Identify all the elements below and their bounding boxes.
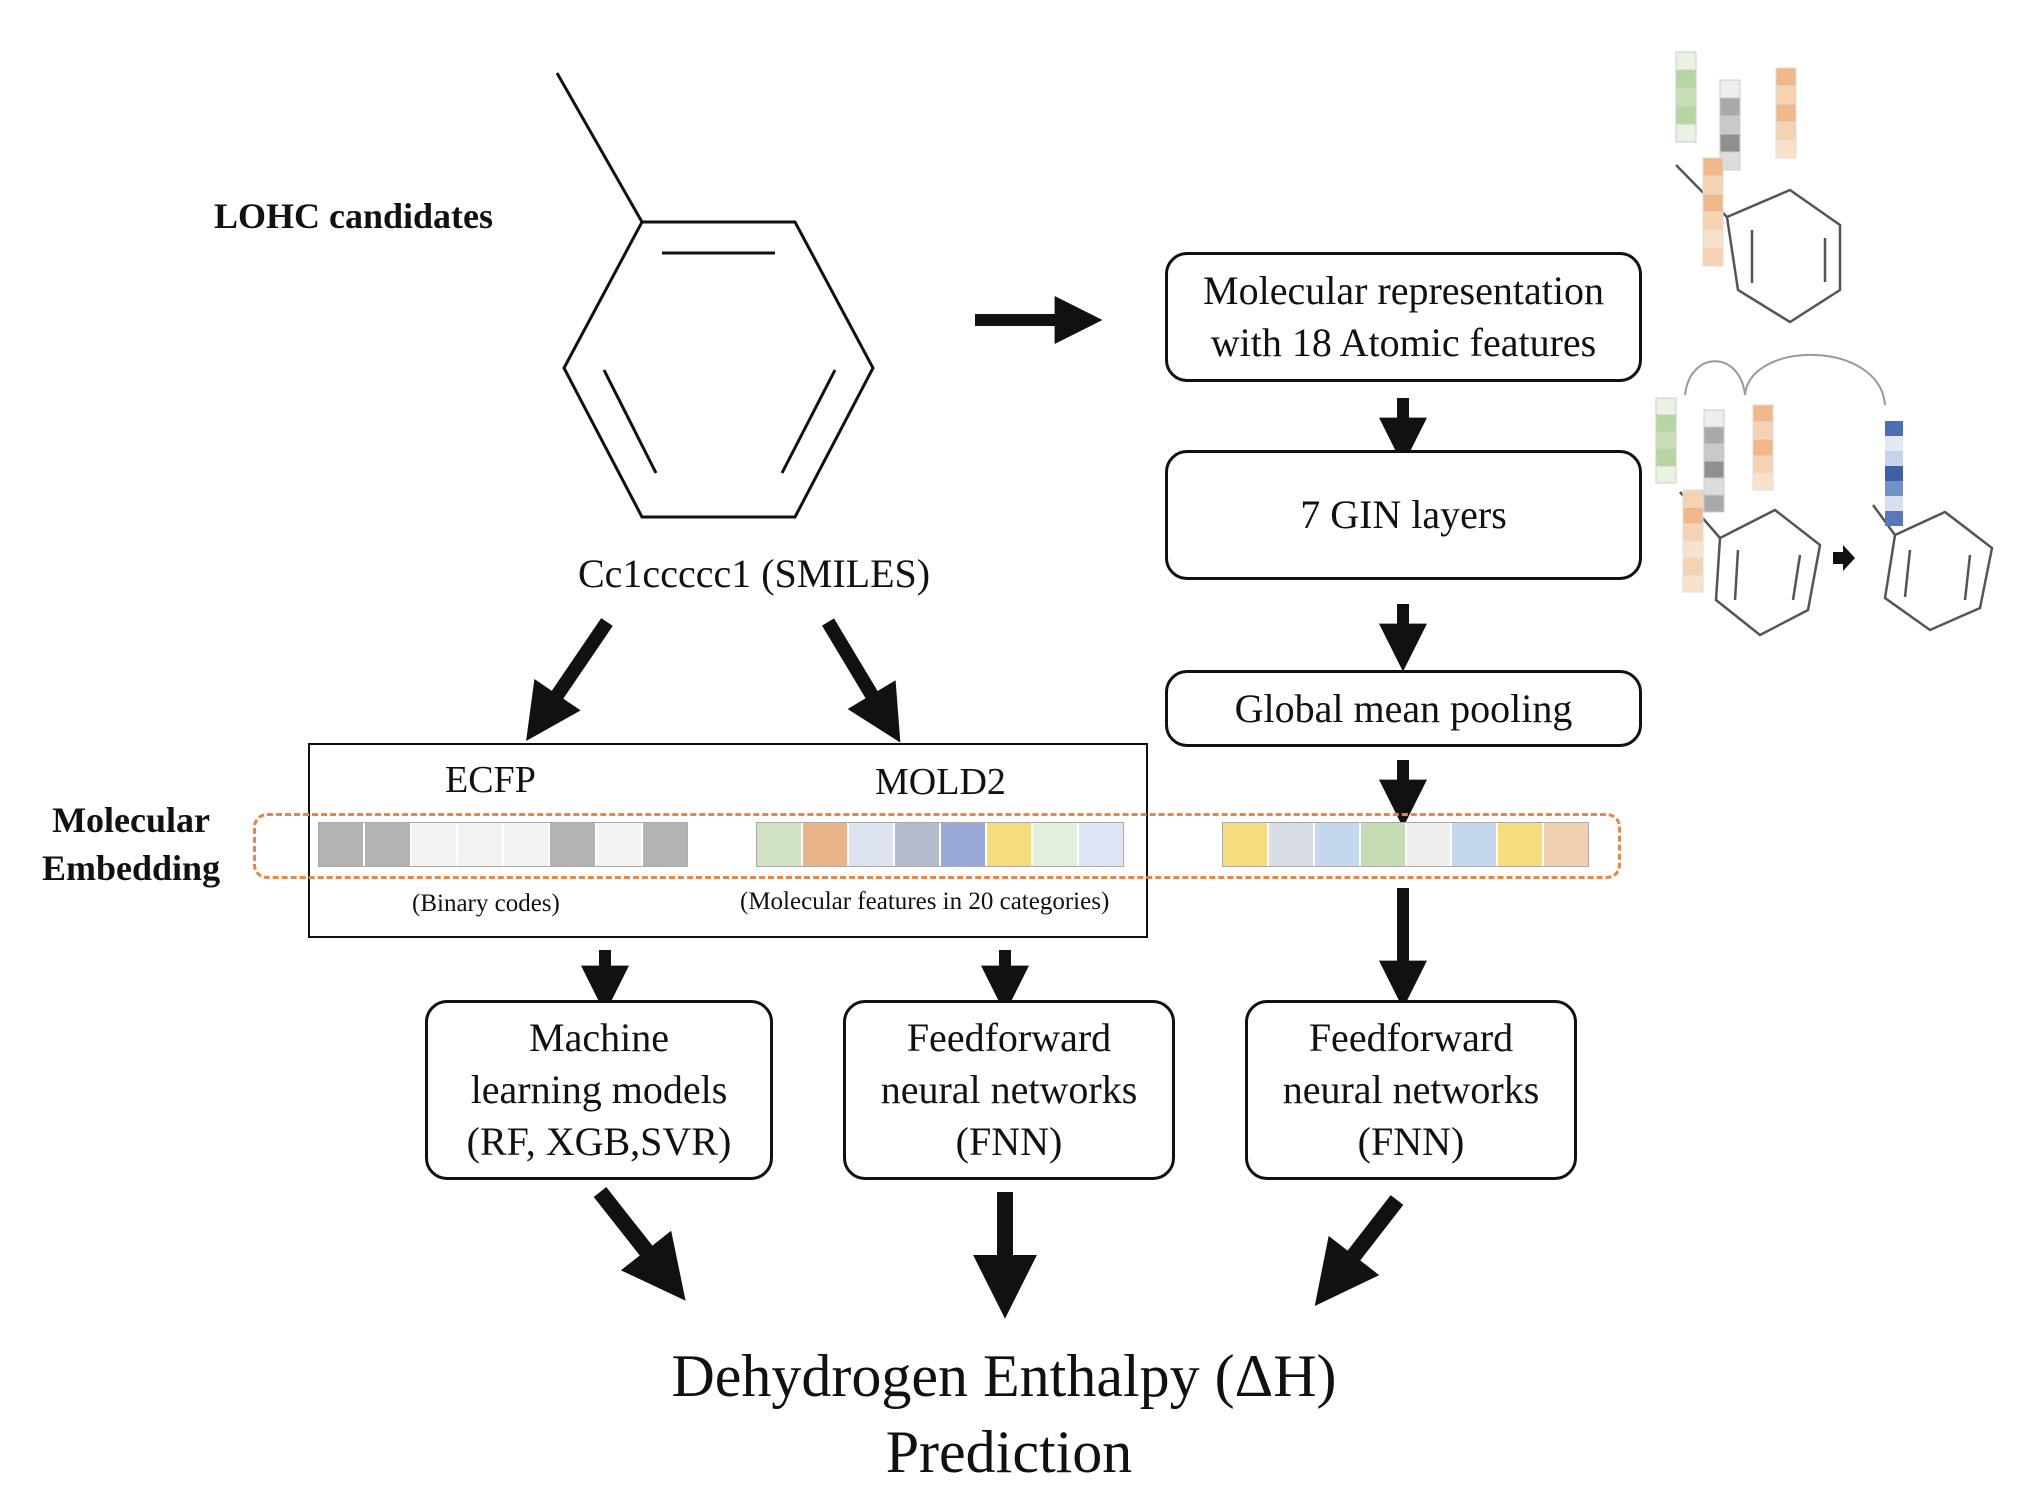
ecfp-vector-cell — [504, 823, 551, 866]
molecular-embedding-line1: Molecular — [52, 800, 211, 840]
mold2-vector-cell — [803, 823, 849, 866]
ecfp-vector-cell — [411, 823, 458, 866]
mold2-label: MOLD2 — [875, 761, 1006, 803]
embedding-dashed-region — [253, 813, 1621, 879]
ecfp-vector-cell — [642, 823, 687, 866]
fnn-gin-line1: Feedforward — [1308, 1015, 1514, 1060]
mold2-vector-cell — [941, 823, 987, 866]
mold2-vector — [756, 822, 1124, 867]
ecfp-vector — [318, 822, 688, 867]
fnn-gin-line3: (FNN) — [1357, 1119, 1465, 1164]
prediction-line2: Prediction — [885, 1419, 1133, 1485]
gin-vector-cell — [1452, 823, 1499, 866]
ml-models-line3: (RF, XGB,SVR) — [466, 1119, 732, 1164]
fnn-mold2-box: Feedforward neural networks (FNN) — [843, 1000, 1175, 1180]
pooled-vector-blue — [1885, 421, 1903, 526]
prediction-title: Dehydrogen Enthalpy (ΔH) Prediction — [0, 1338, 2018, 1490]
gin-layers-line1: 7 GIN layers — [1300, 492, 1507, 537]
vector-green — [1675, 51, 1697, 143]
mp-vector-green — [1655, 397, 1677, 484]
ecfp-vector-cell — [365, 823, 412, 866]
gin-vector-cell — [1223, 823, 1269, 866]
binary-codes-label: (Binary codes) — [412, 890, 560, 917]
mp-vector-atom — [1682, 489, 1704, 593]
mp-vector-gray — [1703, 409, 1725, 513]
ecfp-vector-cell — [550, 823, 597, 866]
mold2-vector-cell — [987, 823, 1033, 866]
fnn-gin-line2: neural networks — [1282, 1067, 1540, 1112]
gin-vector-cell — [1406, 823, 1453, 866]
vector-gray — [1719, 79, 1741, 171]
molecular-representation-line1: Molecular representation — [1203, 268, 1604, 313]
lohc-candidates-label: LOHC candidates — [214, 196, 494, 236]
gin-vector-cell — [1314, 823, 1361, 866]
vector-orange — [1775, 67, 1797, 159]
molecular-embedding-line2: Embedding — [42, 848, 221, 888]
gin-embedding-vector — [1222, 822, 1589, 867]
fnn-mold2-line3: (FNN) — [955, 1119, 1063, 1164]
ecfp-vector-cell — [457, 823, 504, 866]
ecfp-label: ECFP — [445, 759, 536, 801]
atomic-features-illustration — [1675, 51, 1842, 324]
mold2-vector-cell — [1079, 823, 1123, 866]
ml-models-line1: Machine — [529, 1015, 669, 1060]
molecular-representation-box: Molecular representation with 18 Atomic … — [1165, 252, 1642, 382]
pipeline-arrows — [581, 398, 1427, 1014]
small-arrow-icon — [1833, 545, 1855, 571]
ml-models-line2: learning models — [470, 1067, 728, 1112]
ecfp-vector-cell — [319, 823, 366, 866]
message-passing-illustration — [1655, 354, 1994, 637]
gin-layers-box: 7 GIN layers — [1165, 450, 1642, 580]
smiles-label: Cc1ccccc1 (SMILES) — [578, 551, 931, 596]
fnn-mold2-line1: Feedforward — [906, 1015, 1112, 1060]
mold2-vector-cell — [757, 823, 803, 866]
ml-models-box: Machine learning models (RF, XGB,SVR) — [425, 1000, 773, 1180]
toluene-molecule-icon — [555, 72, 875, 519]
embedding-box — [308, 743, 1148, 938]
mold2-vector-cell — [1033, 823, 1079, 866]
gin-vector-cell — [1544, 823, 1588, 866]
gin-vector-cell — [1498, 823, 1545, 866]
mold2-features-label: (Molecular features in 20 categories) — [740, 888, 1110, 915]
molecular-representation-line2: with 18 Atomic features — [1210, 320, 1597, 365]
smiles-arrows — [526, 618, 901, 743]
molecular-embedding-label: Molecular Embedding — [42, 796, 220, 892]
gin-vector-cell — [1268, 823, 1315, 866]
prediction-line1: Dehydrogen Enthalpy (ΔH) — [671, 1343, 1337, 1409]
global-mean-pooling-line1: Global mean pooling — [1234, 685, 1573, 731]
mold2-vector-cell — [895, 823, 941, 866]
ecfp-vector-cell — [596, 823, 643, 866]
fnn-mold2-line2: neural networks — [880, 1067, 1138, 1112]
global-mean-pooling-box: Global mean pooling — [1165, 670, 1642, 747]
mold2-vector-cell — [849, 823, 895, 866]
gin-vector-cell — [1360, 823, 1407, 866]
prediction-arrows — [593, 1187, 1404, 1319]
fnn-gin-box: Feedforward neural networks (FNN) — [1245, 1000, 1577, 1180]
mp-vector-orange — [1752, 404, 1774, 491]
vector-orange-atom — [1702, 157, 1724, 267]
